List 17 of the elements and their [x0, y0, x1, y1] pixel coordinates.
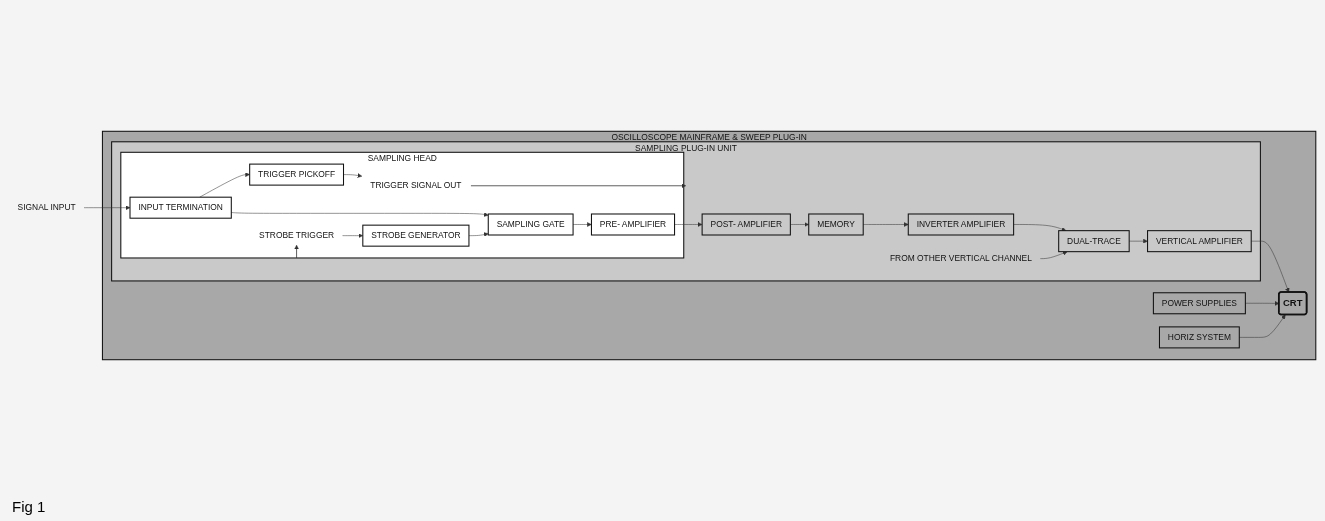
node-box: STROBE GENERATOR [362, 224, 470, 247]
node-text: STROBE TRIGGER [259, 230, 335, 240]
node-box: INVERTER AMPLIFIER [907, 212, 1015, 236]
node-text: SIGNAL INPUT [17, 202, 76, 212]
node-text: FROM OTHER VERTICAL CHANNEL [889, 253, 1032, 263]
node-box: DUAL-TRACE [1058, 229, 1130, 252]
node-box: TRIGGER PICKOFF [249, 163, 345, 186]
node-box: VERTICAL AMPLIFIER [1147, 229, 1252, 252]
node-box: POWER SUPPLIES [1152, 291, 1246, 314]
node-box: PRE- AMPLIFIER [590, 212, 676, 236]
node-box: HORIZ SYSTEM [1158, 325, 1240, 348]
node-box: INPUT TERMINATION [129, 196, 232, 219]
node-box: MEMORY [808, 212, 864, 236]
figure-caption: Fig 1 [12, 498, 46, 515]
node-box: POST- AMPLIFIER [701, 212, 791, 236]
node-box: SAMPLING GATE [487, 212, 574, 236]
node-text: TRIGGER SIGNAL OUT [370, 180, 462, 190]
